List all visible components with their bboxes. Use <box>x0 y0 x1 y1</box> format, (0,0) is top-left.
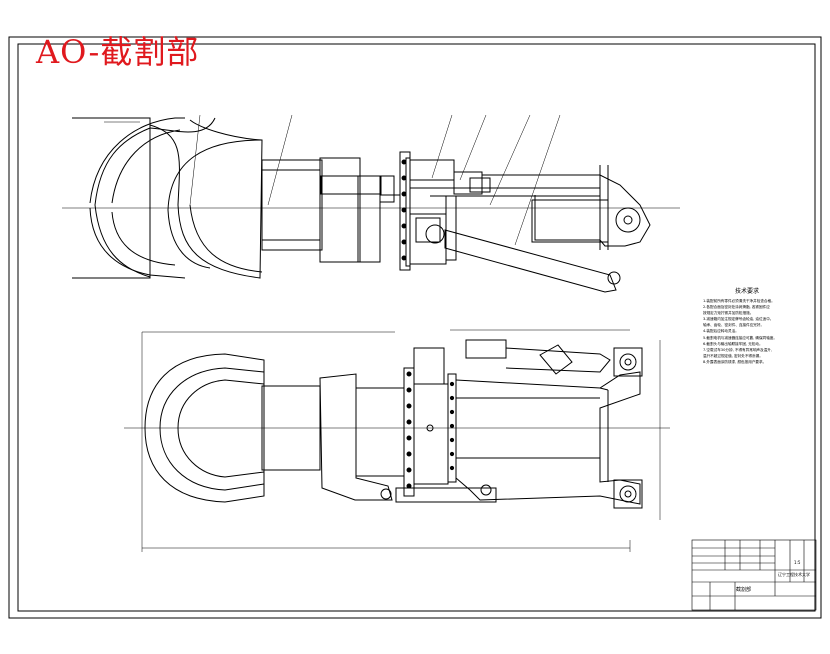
tech-note-line: 8.外露表面涂防锈漆, 颜色按用户要求。 <box>703 359 767 364</box>
inner-frame <box>17 43 816 612</box>
drawing-title-stamp: AO-截割部 <box>36 33 200 71</box>
tech-notes-title: 技术要求 <box>735 288 760 295</box>
top-view <box>62 114 680 293</box>
tech-note-line: 轴承、齿轮、密封件、连接件应完好。 <box>703 323 765 328</box>
title-block-drawing-name: 截割部 <box>736 587 752 593</box>
title-block <box>691 539 817 611</box>
tech-note-line: 3.减速箱内加注规定牌号齿轮油, 油位适中。 <box>703 317 774 322</box>
outer-frame <box>8 36 822 619</box>
tech-note-line: 1.装配前所有零件必须清洗干净并检查合格。 <box>703 299 775 303</box>
title-block-school: 辽宁工程技术大学 <box>778 572 810 577</box>
title-block-scale: 1:5 <box>794 560 801 565</box>
tech-note-line: 按规定力矩拧紧并加防松措施。 <box>703 311 754 316</box>
bottom-view <box>124 329 670 552</box>
tech-note-line: 7.空载试车30分钟, 不得有异常响声及温升, <box>703 347 772 352</box>
tech-note-line: 5.截割电机与减速器连接应可靠, 确保同轴度。 <box>703 335 777 340</box>
tech-note-line: 温升不超过规定值, 密封处不得渗漏。 <box>703 353 763 358</box>
tech-note-line: 2.各配合面及密封处涂润滑脂, 各紧固件应 <box>703 305 770 310</box>
tech-note-line: 4.装配后应转动灵活。 <box>703 329 739 334</box>
tech-notes: 1.装配前所有零件必须清洗干净并检查合格。 2.各配合面及密封处涂润滑脂, 各紧… <box>703 298 813 365</box>
tech-note-line: 6.截割头与输出轴联接牢固, 无松动。 <box>703 341 763 346</box>
